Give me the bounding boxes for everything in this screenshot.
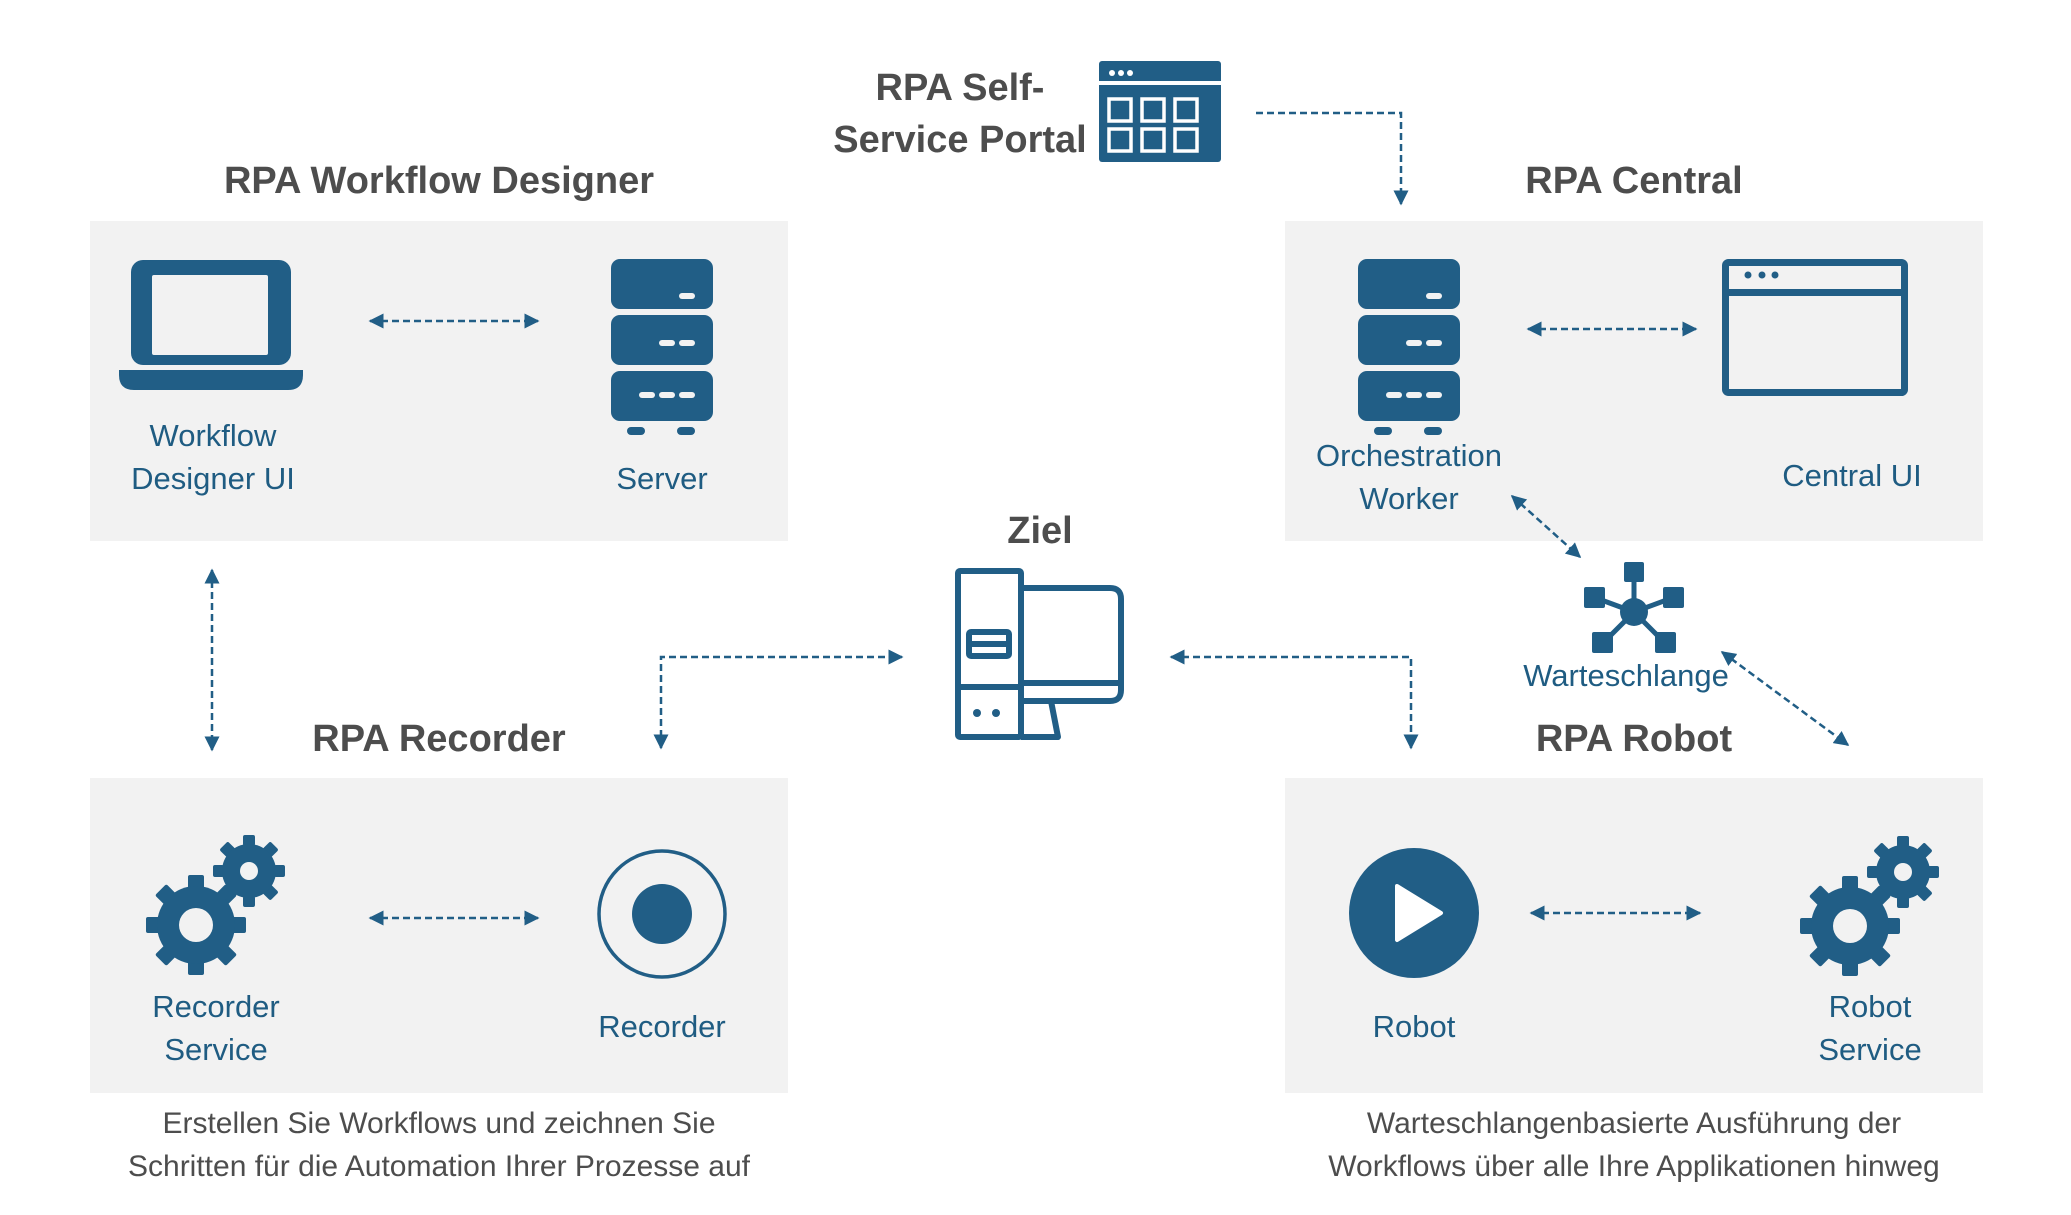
network-hub-icon xyxy=(1584,562,1684,653)
play-icon xyxy=(1349,848,1479,978)
desktop-computer-icon xyxy=(955,568,1124,740)
browser-window-icon xyxy=(1722,259,1908,396)
designer-title: RPA Workflow Designer xyxy=(223,160,655,202)
recorder-title: RPA Recorder xyxy=(312,718,566,760)
warteschlange-label: Warteschlange xyxy=(1523,658,1729,693)
recorder-caption: Erstellen Sie Workflows und zeichnen Sie… xyxy=(128,1107,750,1183)
server-label: Server xyxy=(616,461,708,496)
robot-label: Robot xyxy=(1372,1009,1456,1044)
portal-title-line2: Service Portal xyxy=(833,119,1087,161)
target-title: Ziel xyxy=(1007,510,1073,552)
robot-title: RPA Robot xyxy=(1535,718,1733,760)
robot-caption: Warteschlangenbasierte Ausführung der Wo… xyxy=(1328,1107,1940,1183)
orchestration-server-icon xyxy=(1358,259,1460,435)
gears-icon xyxy=(146,835,285,975)
orchestration-worker-label: Orchestration Worker xyxy=(1315,438,1503,516)
portal-title-line1: RPA Self- xyxy=(875,67,1045,109)
central-ui-label: Central UI xyxy=(1782,458,1922,493)
workflow-designer-ui-label: Workflow Designer UI xyxy=(131,418,295,496)
laptop-icon xyxy=(119,260,303,390)
robot-service-gears-icon xyxy=(1800,836,1939,976)
dashboard-grid-icon xyxy=(1099,61,1221,162)
recorder-service-label: Recorder Service xyxy=(152,989,280,1067)
portal-title: RPA Self- Service Portal xyxy=(800,62,1120,166)
robot-service-label: Robot Service xyxy=(1818,989,1922,1067)
central-title: RPA Central xyxy=(1525,160,1743,202)
record-icon xyxy=(597,849,727,979)
recorder-label: Recorder xyxy=(598,1009,726,1044)
server-icon xyxy=(611,259,713,435)
